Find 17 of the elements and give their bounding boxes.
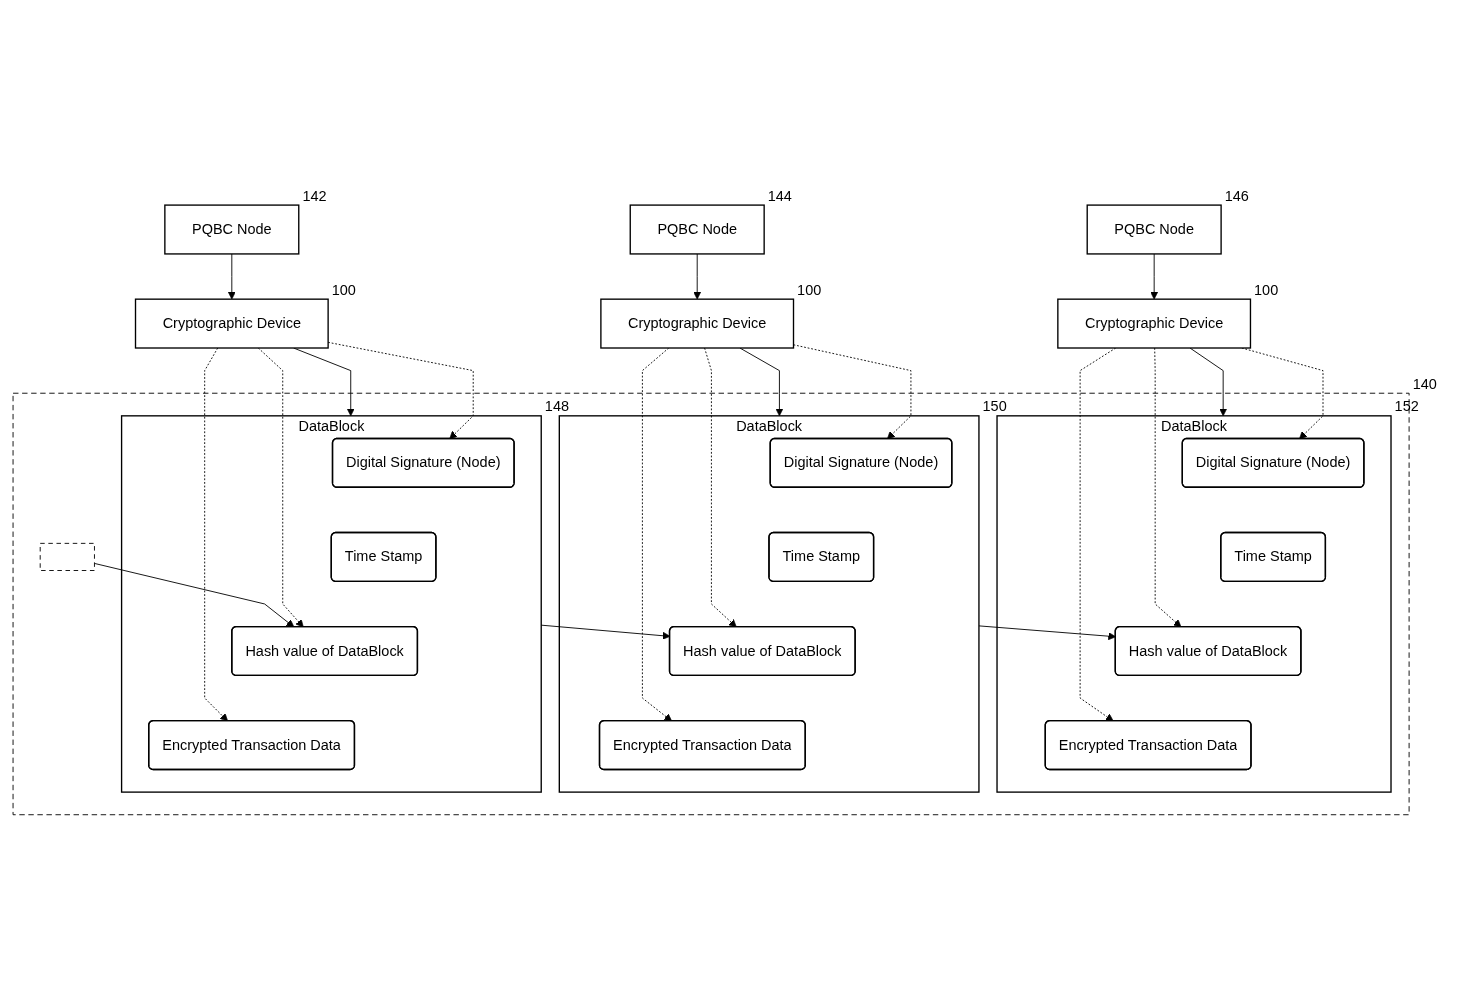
reference-numeral: 152 <box>1394 398 1419 415</box>
reference-numeral: 144 <box>767 187 792 204</box>
reference-numeral: 150 <box>982 398 1007 415</box>
node-box: PQBC Node <box>1086 204 1222 255</box>
node-box: Cryptographic Device <box>599 298 794 349</box>
node-box <box>39 543 95 572</box>
node-box: PQBC Node <box>629 204 765 255</box>
reference-numeral: 140 <box>1412 375 1437 392</box>
node-box: PQBC Node <box>163 204 299 255</box>
reference-numeral: 142 <box>301 187 327 204</box>
reference-numeral: 148 <box>544 398 569 415</box>
reference-numeral: 146 <box>1224 187 1249 204</box>
reference-numeral: 100 <box>331 281 356 298</box>
reference-numeral: 100 <box>796 281 821 298</box>
node-box: Cryptographic Device <box>134 298 329 349</box>
reference-numeral: 100 <box>1253 281 1278 298</box>
node-box: Cryptographic Device <box>1056 298 1251 349</box>
